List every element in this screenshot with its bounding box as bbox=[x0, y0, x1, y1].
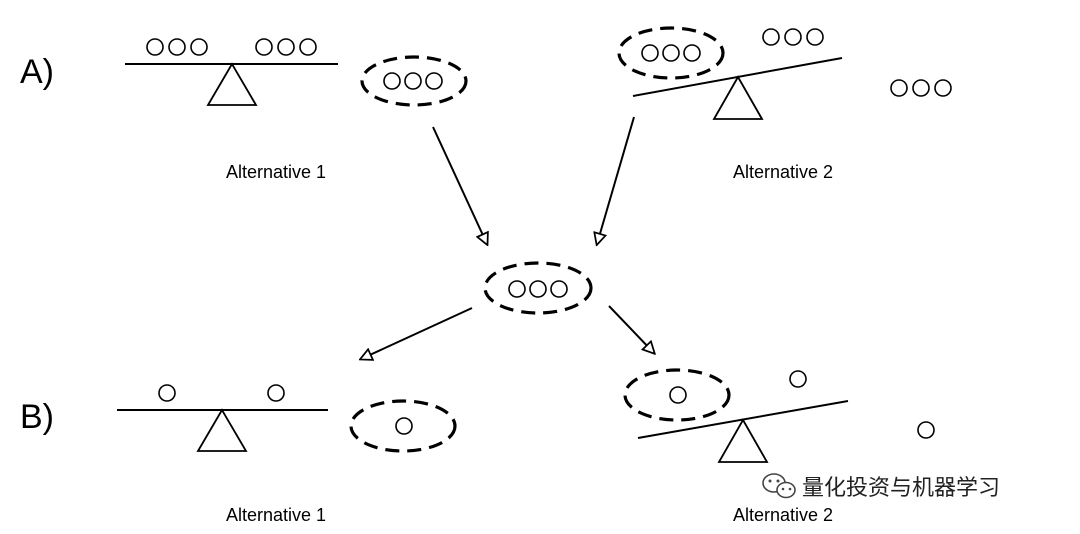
ball bbox=[299, 38, 317, 56]
dashed-group-ellipse bbox=[360, 55, 468, 107]
arrow-to-b-alt2 bbox=[608, 305, 654, 353]
ball bbox=[404, 72, 422, 90]
ball bbox=[762, 28, 780, 46]
scale-fulcrum bbox=[712, 75, 764, 120]
ball bbox=[146, 38, 164, 56]
center-group bbox=[483, 261, 593, 315]
dashed-group-ellipse bbox=[349, 399, 457, 453]
row-b-alt1-label: Alternative 1 bbox=[226, 505, 326, 525]
ball bbox=[789, 370, 807, 388]
row-a-alt2-remaining-balls bbox=[890, 79, 952, 97]
row-b-alt2-remaining-ball bbox=[917, 421, 935, 439]
row-a-alt2-scale bbox=[617, 26, 843, 120]
arrow-from-a-alt1 bbox=[432, 126, 487, 244]
row-b-alt1-remaining-group bbox=[349, 399, 457, 453]
ball bbox=[508, 280, 526, 298]
watermark: 量化投资与机器学习 bbox=[762, 473, 1000, 501]
row-b-alt2-label: Alternative 2 bbox=[733, 505, 833, 525]
row-a-alt1-scale bbox=[125, 38, 338, 106]
ball bbox=[662, 44, 680, 62]
ball bbox=[255, 38, 273, 56]
arrow-from-a-alt2 bbox=[597, 116, 635, 244]
row-a-alt1-label: Alternative 1 bbox=[226, 162, 326, 182]
scale-fulcrum bbox=[206, 62, 258, 106]
left-pan-group bbox=[623, 368, 731, 422]
ball bbox=[158, 384, 176, 402]
ball bbox=[267, 384, 285, 402]
watermark-text: 量化投资与机器学习 bbox=[802, 476, 1000, 501]
ball bbox=[529, 280, 547, 298]
right-pan-balls bbox=[255, 38, 317, 56]
right-pan-balls bbox=[762, 28, 824, 46]
ball bbox=[425, 72, 443, 90]
ball bbox=[806, 28, 824, 46]
ball bbox=[277, 38, 295, 56]
ball bbox=[683, 44, 701, 62]
ball bbox=[550, 280, 568, 298]
row-b-alt2-scale bbox=[623, 368, 849, 463]
ball bbox=[641, 44, 659, 62]
ball bbox=[934, 79, 952, 97]
ball bbox=[912, 79, 930, 97]
ball bbox=[395, 417, 413, 435]
ball bbox=[168, 38, 186, 56]
ball bbox=[190, 38, 208, 56]
ball bbox=[383, 72, 401, 90]
ball bbox=[890, 79, 908, 97]
ball bbox=[669, 386, 687, 404]
row-a-label: A) bbox=[20, 53, 54, 91]
row-b-alt1-scale bbox=[117, 384, 328, 452]
dashed-group-ellipse bbox=[623, 368, 731, 422]
left-pan-balls bbox=[146, 38, 208, 56]
dashed-group-ellipse bbox=[617, 26, 725, 80]
row-a-alt1-remaining-group bbox=[360, 55, 468, 107]
left-pan-group bbox=[617, 26, 725, 80]
row-a-alt2-label: Alternative 2 bbox=[733, 162, 833, 182]
ball bbox=[784, 28, 802, 46]
row-b-label: B) bbox=[20, 398, 54, 436]
arrow-to-b-alt1 bbox=[361, 307, 473, 359]
scale-fulcrum bbox=[196, 408, 248, 452]
wechat-icon bbox=[762, 473, 796, 499]
dashed-group-ellipse bbox=[483, 261, 593, 315]
scale-fulcrum bbox=[717, 418, 769, 463]
